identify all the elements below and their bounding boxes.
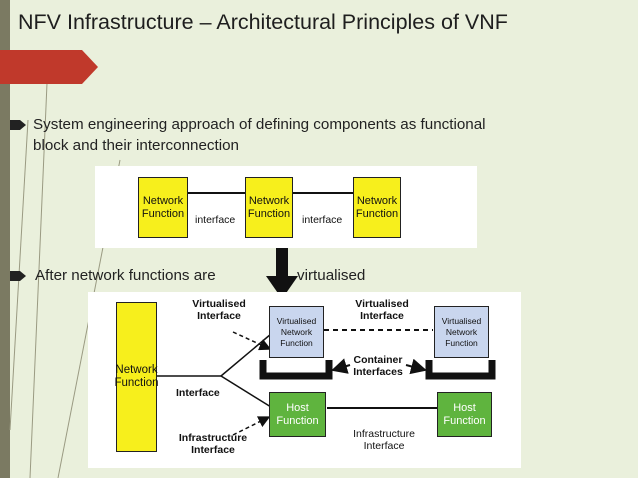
infrastructure-interface-label-1: Infrastructure Interface <box>178 432 248 456</box>
container-interfaces-label: Container Interfaces <box>353 354 403 378</box>
slide-title: NFV Infrastructure – Architectural Princ… <box>18 10 508 34</box>
infrastructure-interface-label-2: Infrastructure Interface <box>353 428 415 452</box>
vnf-block-1: Virtualised Network Function <box>269 306 324 358</box>
bullet-1-line-2: block and their interconnection <box>33 137 240 154</box>
network-function-block-3: Network Function <box>353 177 401 238</box>
accent-tab <box>0 50 98 84</box>
top-interface-label-1: interface <box>195 214 236 226</box>
bullet-1-line-1: System engineering approach of defining … <box>33 116 486 133</box>
network-function-block-1: Network Function <box>138 177 188 238</box>
top-interface-label-2: interface <box>302 214 343 226</box>
bullet-2-text-before: After network functions are <box>35 267 216 284</box>
vnf-block-2: Virtualised Network Function <box>434 306 489 358</box>
top-diagram-links <box>187 192 353 194</box>
interface-label: Interface <box>176 387 220 399</box>
host-function-block-1: Host Function <box>269 392 326 437</box>
down-arrow-icon <box>266 248 298 299</box>
slide-left-bar <box>0 0 10 478</box>
bullet-2-text-after: virtualised <box>297 267 366 284</box>
host-function-block-2: Host Function <box>437 392 492 437</box>
bottom-diagram-links <box>156 329 496 436</box>
top-diagram-panel: Network Function Network Function Networ… <box>95 166 477 248</box>
network-function-block: Network Function <box>114 302 159 452</box>
bullet-arrow-icon <box>10 271 26 281</box>
network-function-block-2: Network Function <box>245 177 293 238</box>
bottom-diagram-panel: Network Function Interface Virtualised I… <box>88 292 521 468</box>
virtualised-interface-label-1: Virtualised Interface <box>192 298 246 322</box>
virtualised-interface-label-2: Virtualised Interface <box>355 298 409 322</box>
bullet-arrow-icon <box>10 120 26 130</box>
